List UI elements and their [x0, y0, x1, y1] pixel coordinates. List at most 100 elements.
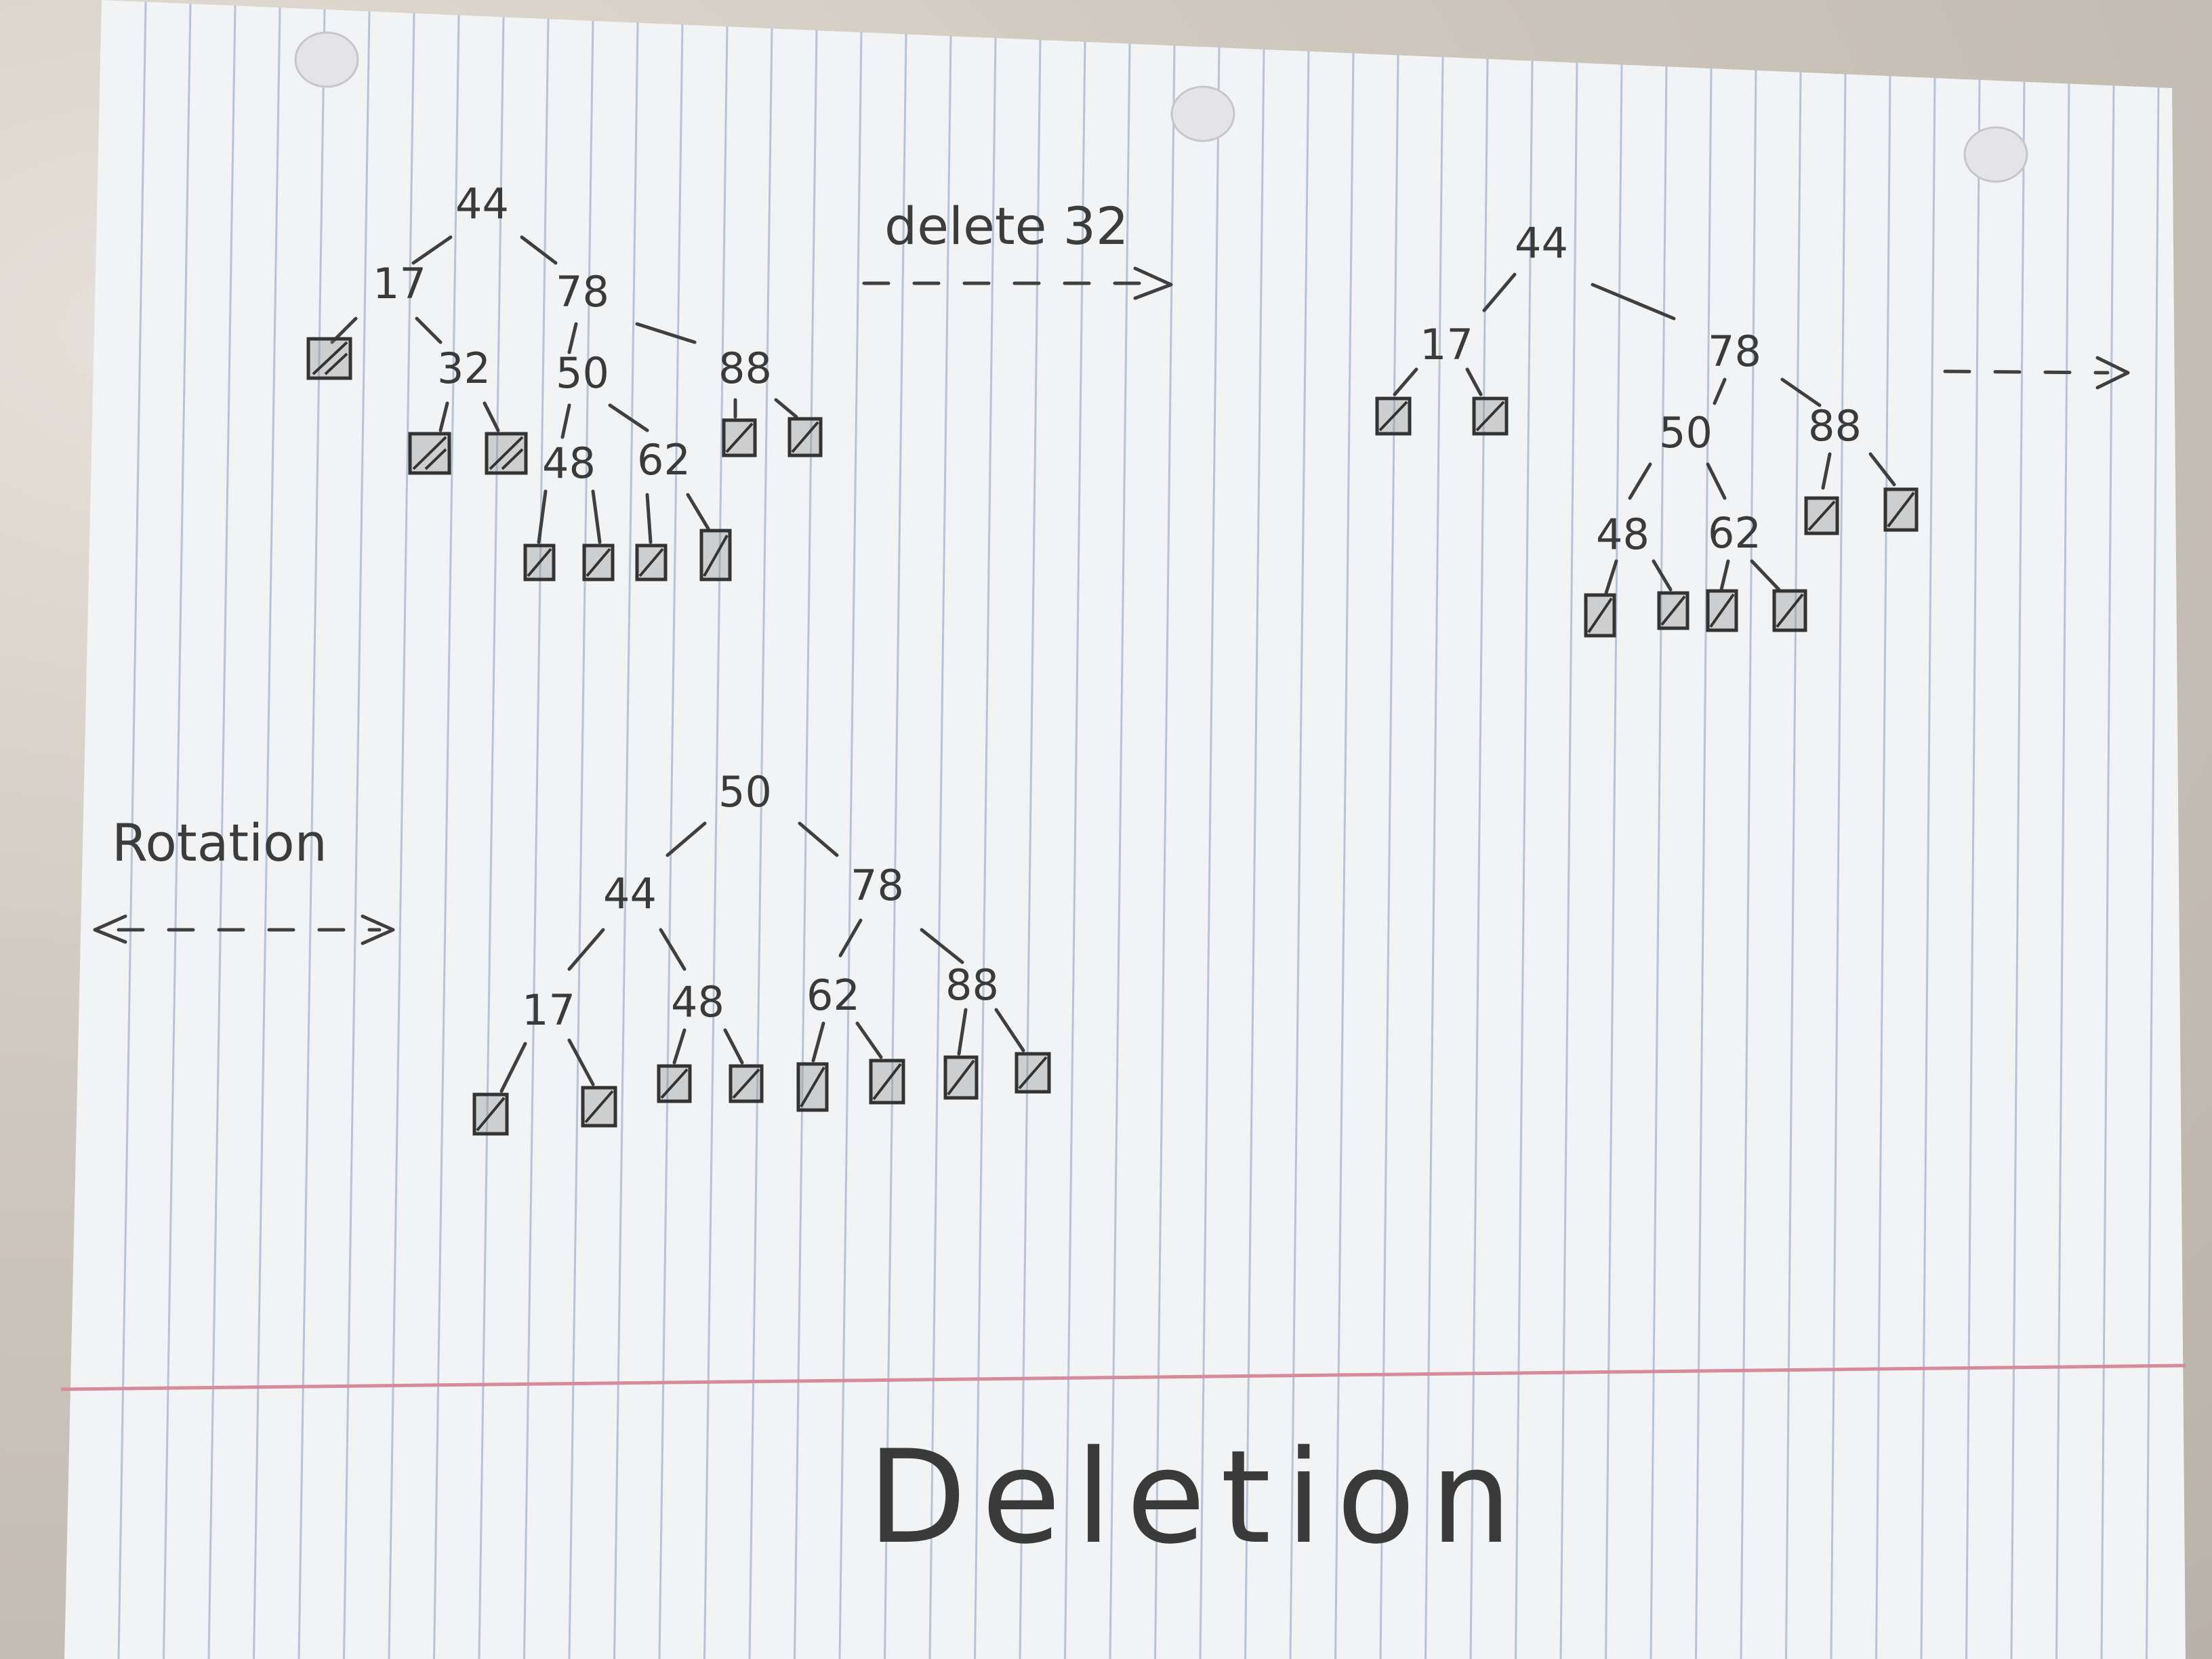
edge — [608, 403, 649, 432]
rule-line — [2055, 82, 2070, 1659]
tree-initial-leaves — [306, 337, 823, 581]
edge — [591, 489, 602, 544]
rule-line — [1425, 56, 1444, 1659]
continue-arrow — [1943, 356, 2130, 390]
null-leaf — [699, 529, 732, 581]
node-label: 88 — [718, 344, 772, 393]
null-leaf — [787, 417, 823, 457]
null-leaf — [722, 418, 757, 457]
edge — [1780, 377, 1822, 407]
edge — [672, 1028, 687, 1065]
rule-line — [1695, 67, 1713, 1659]
edge — [855, 1021, 883, 1059]
node-label: 78 — [851, 861, 904, 910]
tree-initial: 44 17 78 32 50 88 48 62 — [306, 179, 823, 581]
edge — [659, 928, 687, 971]
edge — [1868, 452, 1896, 487]
edge — [635, 322, 697, 344]
null-leaf — [869, 1059, 905, 1105]
null-leaf — [1472, 396, 1509, 436]
rule-line — [1740, 69, 1757, 1659]
null-leaf — [657, 1064, 692, 1103]
edge — [1393, 367, 1418, 396]
tree-after-rotation: 50 44 78 17 48 62 88 — [472, 767, 1051, 1136]
node-label: 62 — [1708, 508, 1761, 558]
node-label: 48 — [542, 438, 596, 488]
edge — [438, 401, 449, 432]
rule-line — [658, 24, 684, 1659]
tree-after-delete-leaves — [1375, 396, 1919, 638]
rule-line — [117, 1, 147, 1659]
edge — [520, 235, 558, 265]
node-label: 50 — [556, 348, 609, 398]
rule-line — [1559, 62, 1578, 1659]
edge — [774, 398, 798, 419]
arrow-head-left — [93, 914, 127, 944]
rotation-step-label: Rotation — [112, 813, 327, 873]
rule-line — [1154, 45, 1176, 1659]
edge — [537, 489, 548, 544]
rule-line — [1199, 47, 1221, 1659]
rule-line — [1515, 60, 1534, 1659]
edge — [957, 1008, 968, 1056]
punch-holes — [294, 31, 2028, 183]
node-label: 62 — [637, 435, 691, 485]
node-label: 17 — [1420, 320, 1473, 369]
tree-initial-edges — [330, 235, 798, 544]
rule-line — [1965, 79, 1981, 1659]
rule-line — [1920, 77, 1936, 1659]
node-label: 44 — [603, 869, 657, 918]
page-title: Deletion — [867, 1422, 1527, 1572]
null-leaf — [485, 432, 528, 475]
null-leaf — [1804, 496, 1839, 535]
rule-line — [163, 3, 192, 1659]
rule-line — [838, 32, 863, 1659]
node-label: 50 — [718, 767, 772, 817]
node-label: 78 — [556, 267, 609, 316]
node-label: 32 — [437, 344, 491, 393]
rule-line — [1650, 65, 1668, 1659]
arrow-head — [2095, 356, 2130, 390]
rule-line — [1244, 49, 1265, 1659]
rule-line — [568, 20, 594, 1659]
punch-hole-1 — [294, 31, 359, 88]
edge — [1652, 559, 1673, 592]
margin-line — [60, 1364, 2186, 1391]
null-leaf — [943, 1055, 979, 1100]
node-label: 17 — [373, 259, 426, 308]
null-leaf — [635, 544, 668, 581]
node-label: 62 — [806, 970, 860, 1020]
edge — [1482, 272, 1517, 312]
null-leaf — [1584, 593, 1616, 638]
null-leaf — [582, 544, 615, 581]
rule-line — [884, 33, 907, 1659]
edge — [1713, 377, 1727, 405]
edge — [415, 316, 443, 344]
rule-line — [1109, 43, 1131, 1659]
edge — [499, 1042, 527, 1093]
null-leaf — [796, 1062, 829, 1112]
null-leaf — [306, 337, 352, 380]
rule-line — [1019, 39, 1042, 1659]
node-label: 44 — [1515, 218, 1568, 268]
arrow-head-right — [361, 914, 395, 945]
edge — [560, 403, 571, 439]
node-label: 78 — [1708, 327, 1761, 376]
tree-after-rotation-edges — [499, 821, 1025, 1093]
rule-line — [2100, 84, 2115, 1659]
edge — [994, 1008, 1025, 1052]
rule-line — [794, 30, 818, 1659]
edge — [665, 821, 707, 857]
rule-line — [928, 35, 952, 1659]
edge — [838, 918, 863, 958]
edge — [411, 235, 453, 265]
null-leaf — [1883, 487, 1919, 532]
punch-hole-3 — [1963, 126, 2028, 183]
null-leaf — [1375, 396, 1412, 436]
edge — [686, 493, 710, 531]
rotation-step-annotation: Rotation — [93, 813, 395, 945]
delete-step-annotation: delete 32 — [862, 196, 1173, 300]
edge — [1719, 559, 1730, 592]
edge — [1750, 559, 1781, 592]
node-label: 88 — [945, 960, 999, 1010]
